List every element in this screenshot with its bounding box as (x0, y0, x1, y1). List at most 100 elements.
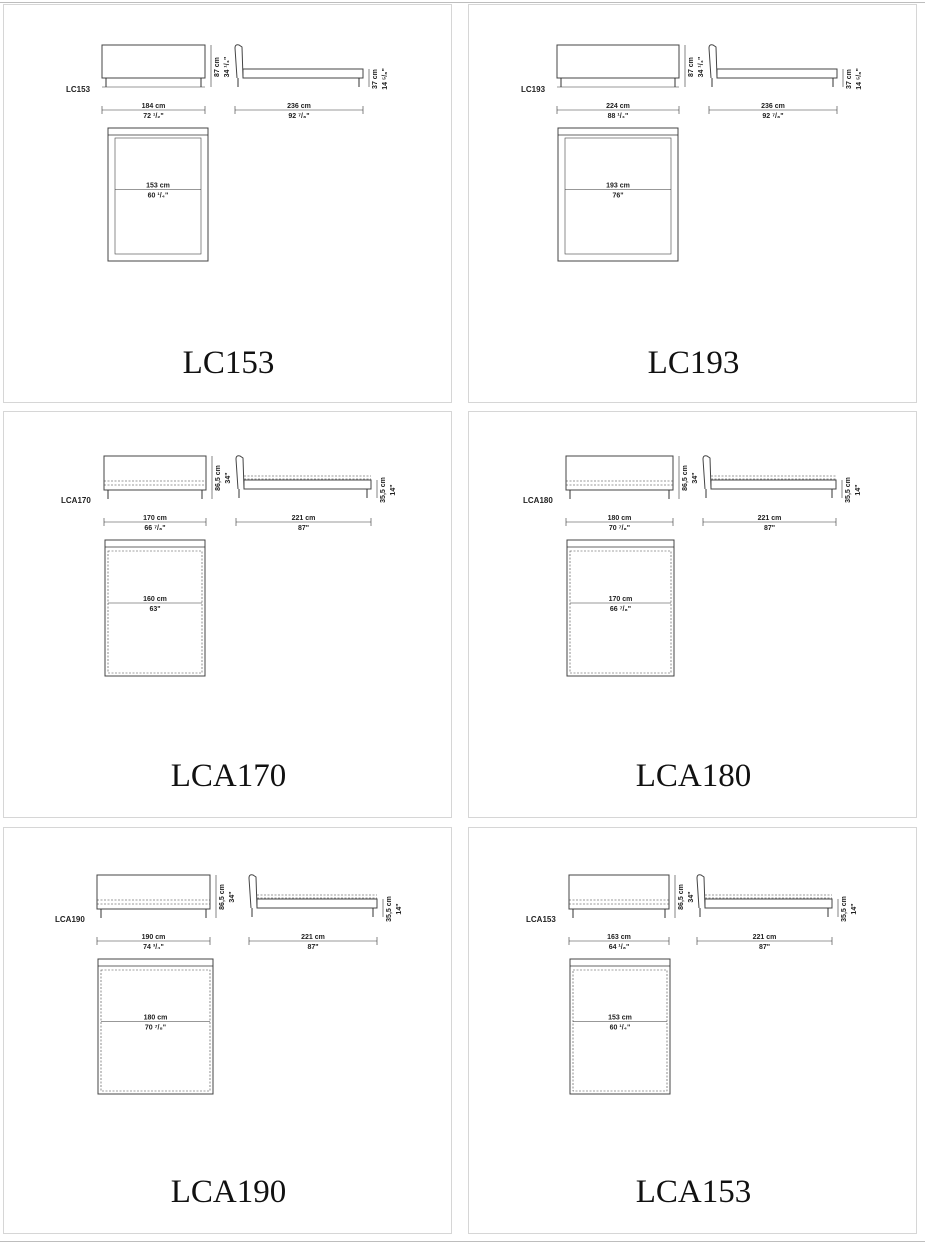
product-name: LC153 (182, 345, 275, 381)
mattress-cm-text: 180 cm (144, 1015, 168, 1022)
height-in-text: 34 ¹/₄" (698, 57, 705, 78)
bed-height-in-text: 14" (396, 903, 403, 914)
headboard-side (708, 44, 718, 79)
bed-frame-side (710, 479, 837, 490)
length-in-text: 87" (298, 525, 309, 532)
model-code: LC193 (521, 85, 546, 94)
headboard-front (556, 44, 680, 79)
product-name: LCA170 (170, 758, 287, 794)
headboard-front (101, 44, 206, 79)
width-cm-text: 170 cm (143, 515, 167, 522)
product-name: LCA153 (635, 1174, 752, 1210)
plan-view: 170 cm 66 ⁷/₈" (566, 539, 675, 677)
mattress-plan (572, 969, 668, 1092)
width-cm-text: 184 cm (142, 103, 166, 110)
width-in-text: 66 ⁷/₈" (144, 525, 165, 532)
headboard-front (568, 874, 670, 910)
width-in-text: 64 ¹/₈" (609, 944, 630, 951)
mattress-in-text: 70 ⁷/₈" (145, 1025, 166, 1032)
bed-frame-side (716, 68, 838, 79)
bed-height-cm-text: 37 cm (372, 69, 379, 89)
bed-height-in-text: 14" (855, 484, 862, 495)
bed-height-in-text: 14 ⁵/₈" (382, 68, 389, 90)
headboard-side (235, 455, 245, 490)
width-cm-text: 180 cm (608, 515, 632, 522)
bed-outline-plan (97, 958, 214, 1095)
model-code: LCA170 (61, 496, 91, 505)
length-cm-text: 221 cm (758, 515, 782, 522)
mattress-plan (564, 137, 672, 255)
height-cm-text: 87 cm (214, 57, 221, 77)
headboard-front (96, 874, 211, 910)
mattress-plan (569, 550, 672, 674)
length-cm-text: 236 cm (287, 103, 311, 110)
plan-view: 160 cm 63" (104, 539, 206, 677)
width-in-text: 88 ¹/₄" (608, 113, 629, 120)
top-rule (0, 2, 925, 3)
length-in-text: 92 ⁷/₈" (762, 113, 783, 120)
height-in-text: 34" (692, 472, 699, 483)
width-cm-text: 163 cm (607, 934, 631, 941)
bed-outline-plan (569, 958, 671, 1095)
width-in-text: 70 ⁷/₈" (609, 525, 630, 532)
width-cm-text: 224 cm (606, 103, 630, 110)
bed-frame-side (256, 898, 378, 909)
bed-frame-side (243, 479, 372, 490)
headboard-front (565, 455, 674, 491)
mattress-in-text: 63" (149, 606, 160, 613)
bed-height-in-text: 14" (851, 903, 858, 914)
bed-height-cm-text: 35,5 cm (380, 477, 387, 503)
length-cm-text: 221 cm (301, 934, 325, 941)
headboard-front (103, 455, 207, 491)
mattress-cm-text: 170 cm (609, 596, 633, 603)
height-cm-text: 87 cm (688, 57, 695, 77)
length-in-text: 87" (764, 525, 775, 532)
bed-outline-plan (566, 539, 675, 677)
length-cm-text: 221 cm (753, 934, 777, 941)
height-in-text: 34 ¹/₄" (224, 57, 231, 78)
length-in-text: 87" (307, 944, 318, 951)
model-code: LC153 (66, 85, 91, 94)
width-in-text: 74 ³/₄" (143, 944, 164, 951)
bed-height-cm-text: 35,5 cm (841, 896, 848, 922)
bed-outline-plan (557, 127, 679, 262)
height-in-text: 34" (225, 472, 232, 483)
bed-frame-side (242, 68, 364, 79)
width-cm-text: 190 cm (142, 934, 166, 941)
mattress-in-text: 66 ⁷/₈" (610, 606, 631, 613)
bed-outline-plan (104, 539, 206, 677)
mattress-plan (107, 550, 203, 674)
headboard-side (702, 455, 712, 490)
length-in-text: 87" (759, 944, 770, 951)
mattress-in-text: 60 ¹/₄" (148, 193, 169, 200)
bed-height-cm-text: 35,5 cm (845, 477, 852, 503)
mattress-in-text: 76" (612, 193, 623, 200)
height-cm-text: 86,5 cm (678, 884, 685, 910)
bed-height-in-text: 14" (390, 484, 397, 495)
bed-frame-side (704, 898, 833, 909)
mattress-plan (100, 969, 211, 1092)
model-code: LCA153 (526, 915, 556, 924)
bed-outline-plan (107, 127, 209, 262)
bed-height-cm-text: 35,5 cm (386, 896, 393, 922)
mattress-cm-text: 160 cm (143, 596, 167, 603)
